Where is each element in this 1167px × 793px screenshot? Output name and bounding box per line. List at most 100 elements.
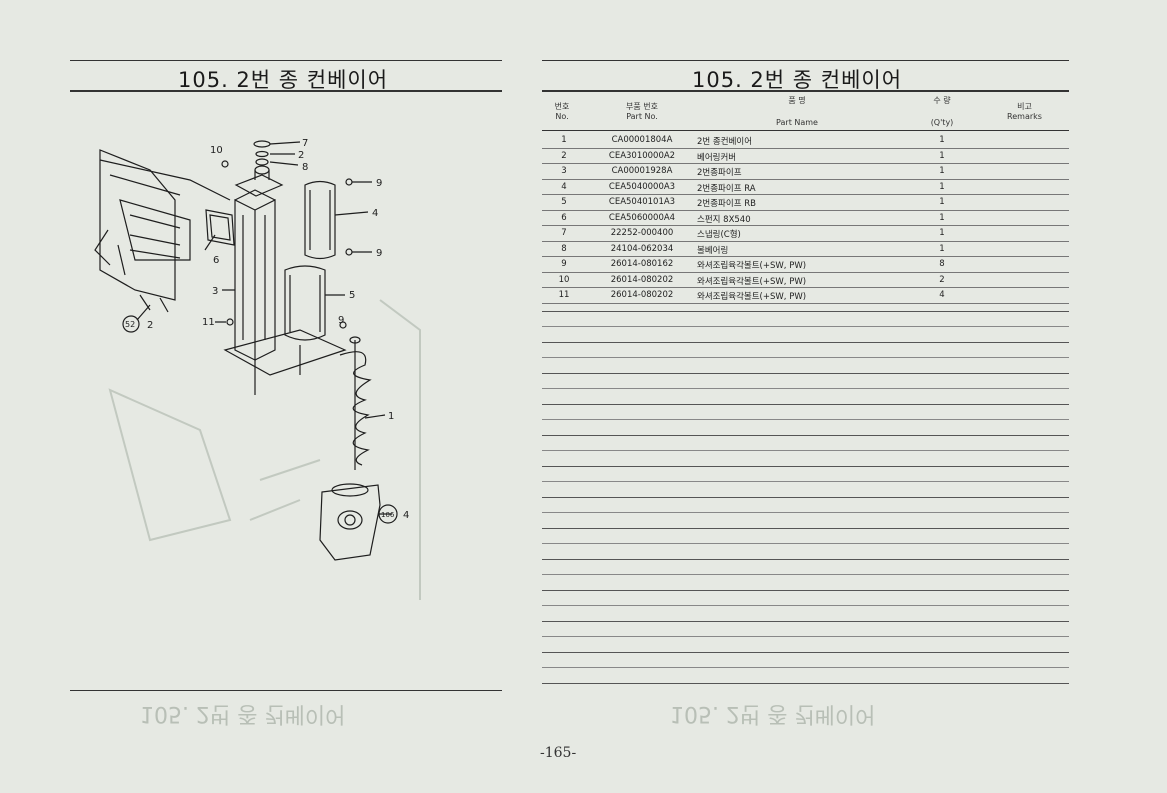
quantity: 8	[939, 259, 945, 269]
row-number: 2	[561, 150, 567, 161]
part-name: 2번종파이프	[697, 168, 742, 178]
blank-row-rule	[542, 667, 1069, 668]
svg-text:4: 4	[372, 208, 378, 219]
svg-text:2: 2	[147, 320, 153, 331]
blank-row-rule	[542, 341, 1069, 343]
blank-row-rule	[542, 682, 1069, 684]
left-title: 105. 2번 종 컨베이어	[178, 68, 389, 92]
row-number: 3	[561, 166, 567, 176]
blank-row-rule	[542, 434, 1069, 436]
blank-row-rule	[542, 512, 1069, 513]
col-name-header-en: Part Name	[776, 118, 818, 127]
row-number: 6	[561, 212, 567, 223]
table-row: 3 CA00001928A 2번종파이프 1	[542, 163, 1069, 180]
table-row: 10 26014-080202 와셔조립육각볼트(+SW, PW) 2	[542, 272, 1069, 288]
svg-text:9: 9	[376, 178, 382, 189]
header-rule	[542, 130, 1069, 131]
col-qty-header-ko: 수 량	[933, 96, 951, 105]
table-row: 6 CEA5060000A4 스펀지 8X540 1	[542, 210, 1069, 226]
part-number: CA00001928A	[611, 166, 673, 176]
left-page: 105. 2번 종 컨베이어	[0, 0, 540, 793]
svg-text:106: 106	[381, 511, 395, 519]
part-name: 와셔조립육각볼트(+SW, PW)	[697, 292, 807, 302]
bleed-through-title: 105. 2번 종 컨베이어	[140, 701, 346, 726]
table-row: 4 CEA5040000A3 2번종파이프 RA 1	[542, 179, 1069, 195]
blank-row-rule	[542, 403, 1069, 405]
svg-text:3: 3	[212, 286, 218, 297]
blank-row-rule	[542, 326, 1069, 327]
part-name: 스펀지 8X540	[697, 214, 751, 225]
quantity: 4	[939, 290, 945, 300]
bottom-rule	[70, 690, 502, 691]
part-number: 26014-080202	[610, 290, 674, 300]
row-number: 9	[561, 259, 567, 269]
title-bottom-rule	[70, 90, 502, 92]
row-rule	[542, 256, 1069, 257]
col-name-header-ko: 품 명	[788, 96, 806, 105]
part-name: 와셔조립육각볼트(+SW, PW)	[697, 261, 807, 271]
quantity: 1	[939, 212, 945, 223]
blank-row-rule	[542, 388, 1069, 389]
row-number: 7	[561, 228, 567, 238]
blank-row-rule	[542, 450, 1069, 451]
part-number: 26014-080202	[610, 274, 674, 285]
svg-text:2: 2	[298, 150, 304, 161]
row-rule	[542, 287, 1069, 288]
row-rule	[542, 225, 1069, 226]
row-rule	[542, 302, 1069, 304]
part-name: 볼베어링	[697, 245, 729, 256]
quantity: 1	[939, 197, 945, 207]
svg-text:5: 5	[349, 290, 355, 301]
blank-row-rule	[542, 357, 1069, 358]
blank-row-rule	[542, 620, 1069, 622]
part-name: 베어링커버	[697, 152, 737, 163]
part-name: 2번종파이프 RA	[697, 183, 756, 194]
bleed-through-title: 105. 2번 종 컨베이어	[670, 701, 876, 726]
svg-text:6: 6	[213, 255, 219, 266]
svg-text:7: 7	[302, 138, 308, 149]
part-number: CA00001804A	[611, 135, 673, 145]
row-rule	[542, 271, 1069, 273]
svg-text:52: 52	[125, 320, 135, 329]
svg-text:8: 8	[302, 162, 308, 173]
blank-row-rule	[542, 372, 1069, 374]
quantity: 1	[939, 166, 945, 176]
blank-row-rule	[542, 543, 1069, 544]
row-number: 11	[558, 290, 570, 300]
part-name: 스냅링(C형)	[697, 230, 741, 240]
row-number: 10	[558, 274, 570, 285]
blank-row-rule	[542, 651, 1069, 653]
blank-row-rule	[542, 481, 1069, 482]
part-number: 26014-080162	[610, 259, 674, 269]
row-number: 4	[561, 181, 567, 192]
svg-text:1: 1	[388, 411, 394, 422]
quantity: 1	[939, 228, 945, 238]
part-name: 2번 종컨베이어	[697, 137, 753, 147]
row-rule	[542, 209, 1069, 211]
part-number: CEA5060000A4	[608, 212, 676, 223]
exploded-parts-diagram: 10 7 2 8 9 4 6 9 3 5 11 9 1 4 2 52 106	[94, 138, 421, 600]
quantity: 2	[939, 274, 945, 285]
quantity: 1	[939, 150, 945, 161]
quantity: 1	[939, 135, 945, 145]
svg-text:10: 10	[210, 145, 223, 156]
svg-text:9: 9	[338, 315, 344, 326]
table-row: 11 26014-080202 와셔조립육각볼트(+SW, PW) 4	[542, 287, 1069, 304]
title-top-rule	[70, 60, 502, 61]
part-number: 24104-062034	[610, 243, 674, 254]
part-name: 2번종파이프 RB	[697, 199, 756, 209]
blank-row-rule	[542, 589, 1069, 591]
quantity: 1	[939, 181, 945, 192]
part-number: CEA5040000A3	[608, 181, 676, 192]
quantity: 1	[939, 243, 945, 254]
table-row: 9 26014-080162 와셔조립육각볼트(+SW, PW) 8	[542, 256, 1069, 273]
blank-row-rule	[542, 465, 1069, 467]
part-name: 와셔조립육각볼트(+SW, PW)	[697, 276, 807, 287]
